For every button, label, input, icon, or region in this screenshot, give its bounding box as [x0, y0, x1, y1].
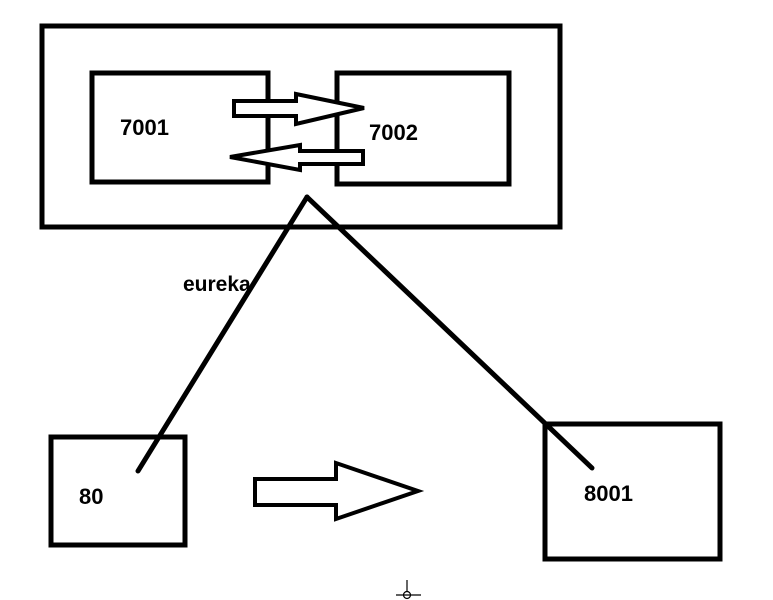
arrow-7002-to-7001 — [229, 142, 365, 173]
node-7002-label: 7002 — [369, 120, 418, 145]
node-8001-label: 8001 — [584, 481, 633, 506]
node-80-box — [48, 434, 188, 548]
line-eureka-to-80 — [135, 194, 310, 474]
node-7001-box — [89, 70, 271, 185]
arrow-7001-to-7002 — [232, 91, 365, 127]
node-8001-box — [542, 421, 723, 562]
node-7002-box — [334, 70, 512, 187]
eureka-cluster-box — [39, 23, 563, 230]
node-80-label: 80 — [79, 484, 104, 509]
arrow-80-to-8001 — [253, 460, 425, 522]
anchor-icon — [396, 580, 421, 600]
eureka-label: eureka — [183, 273, 251, 296]
node-7001-label: 7001 — [120, 115, 169, 140]
line-eureka-to-8001 — [304, 194, 595, 471]
